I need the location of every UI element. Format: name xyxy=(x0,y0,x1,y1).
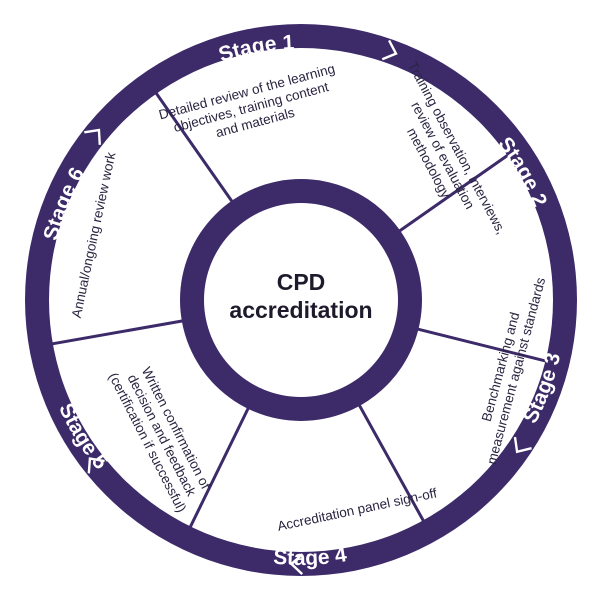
center-disc xyxy=(204,203,398,397)
segment-divider-1 xyxy=(394,151,512,236)
center-title-line-1: CPD xyxy=(277,269,326,295)
chevron-arrow-icon xyxy=(84,128,101,145)
segment-dividers xyxy=(48,89,550,531)
stage-4-label: Stage 4 xyxy=(273,543,349,570)
segment-divider-3 xyxy=(355,399,427,525)
chevron-arrow-icon xyxy=(381,39,398,61)
stage-arrows xyxy=(84,39,532,575)
segment-divider-2 xyxy=(412,326,550,364)
chevron-arrow-icon xyxy=(289,553,304,575)
segment-divider-6 xyxy=(152,89,237,207)
center-title-line-2: accreditation xyxy=(229,297,372,323)
segment-divider-4 xyxy=(187,402,252,531)
chevron-arrow-icon xyxy=(87,457,105,474)
chevron-arrow-icon xyxy=(513,436,532,454)
segment-divider-5 xyxy=(48,318,189,346)
